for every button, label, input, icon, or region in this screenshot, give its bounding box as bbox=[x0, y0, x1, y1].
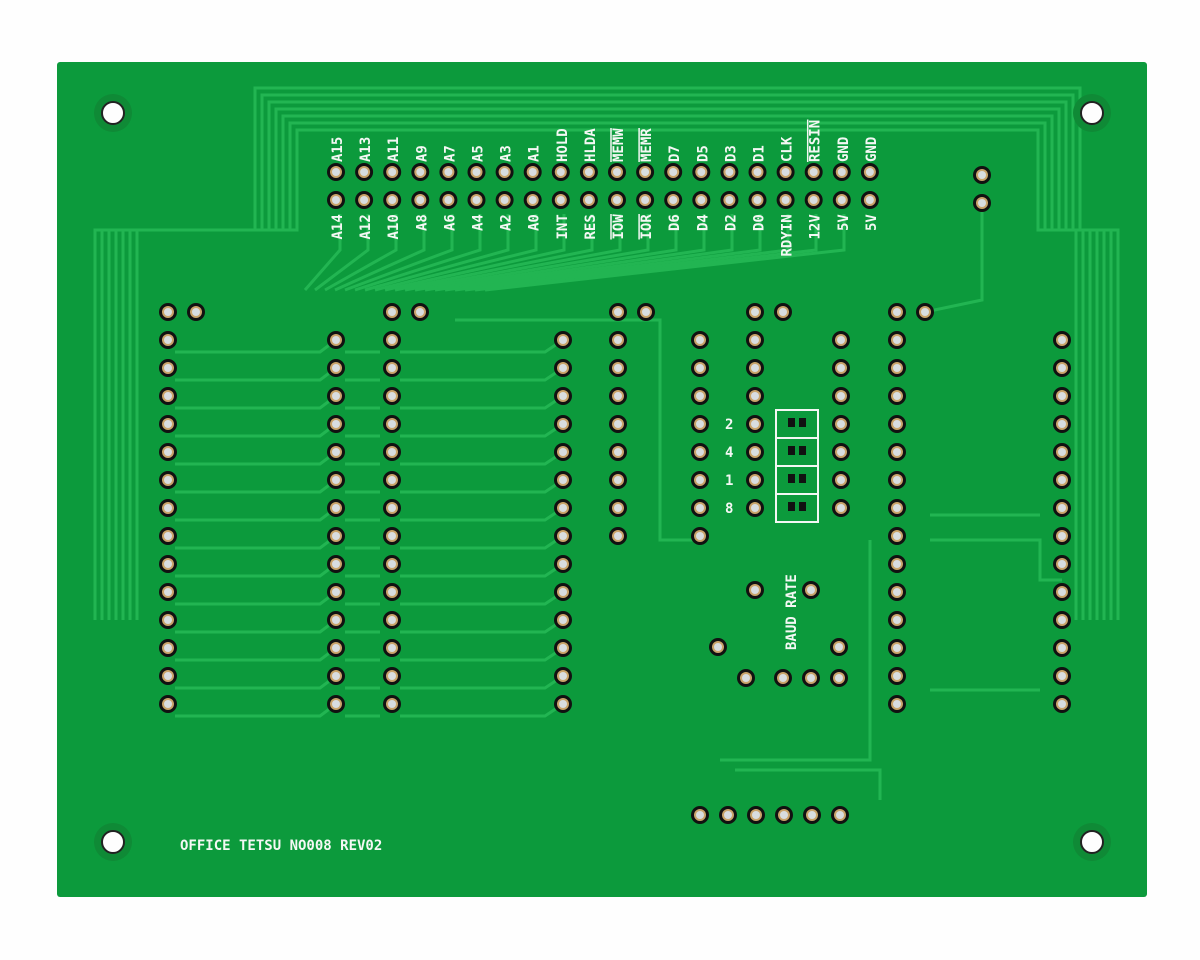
pin-label-top: CLK bbox=[780, 136, 796, 162]
pin-label-top: A5 bbox=[471, 145, 487, 162]
pin-label-top: A3 bbox=[499, 145, 515, 162]
baud-dip-switch bbox=[775, 409, 819, 523]
pin-label-top: A1 bbox=[527, 145, 543, 162]
pin-label-top: RESIN bbox=[808, 120, 824, 162]
pin-label-bottom: A2 bbox=[499, 214, 515, 231]
pin-label-bottom: 12V bbox=[808, 214, 824, 240]
pin-label-bottom: A4 bbox=[471, 214, 487, 231]
pin-label-bottom: A6 bbox=[442, 214, 458, 231]
component-pads bbox=[159, 163, 1071, 824]
pin-label-bottom: INT bbox=[555, 214, 571, 239]
baud-value-label: 4 bbox=[725, 445, 733, 461]
pin-label-top: D3 bbox=[723, 145, 739, 162]
pin-label-bottom: A8 bbox=[414, 214, 430, 231]
pin-label-bottom: IOW bbox=[611, 214, 627, 240]
pin-label-bottom: D4 bbox=[695, 214, 711, 231]
pin-label-top: A13 bbox=[358, 137, 374, 162]
board-substrate bbox=[57, 62, 1147, 897]
pin-label-bottom: RDYIN bbox=[780, 214, 796, 256]
pin-label-bottom: 5V bbox=[864, 214, 880, 231]
pin-label-top: GND bbox=[836, 137, 852, 162]
pin-label-bottom: D2 bbox=[723, 214, 739, 231]
pin-label-top: A7 bbox=[442, 145, 458, 162]
pin-label-top: MEMR bbox=[639, 128, 655, 162]
pin-label-top: HLDA bbox=[583, 128, 599, 162]
pin-label-top: GND bbox=[864, 137, 880, 162]
pin-label-bottom: IOR bbox=[639, 214, 655, 240]
pin-label-bottom: D0 bbox=[752, 214, 768, 231]
pin-label-bottom: A12 bbox=[358, 214, 374, 239]
baud-value-label: 2 bbox=[725, 417, 733, 433]
pin-label-bottom: A0 bbox=[527, 214, 543, 231]
pin-label-top: A11 bbox=[386, 137, 402, 162]
pin-label-top: MEMW bbox=[611, 128, 627, 162]
baud-rate-label: BAUD RATE bbox=[784, 574, 800, 650]
pin-label-bottom: A10 bbox=[386, 214, 402, 239]
pin-label-bottom: A14 bbox=[330, 214, 346, 239]
pin-label-top: A9 bbox=[414, 145, 430, 162]
pin-label-bottom: RES bbox=[583, 214, 599, 239]
pin-label-top: D7 bbox=[667, 145, 683, 162]
baud-value-label: 1 bbox=[725, 473, 733, 489]
pin-label-top: HOLD bbox=[555, 128, 571, 162]
mounting-holes bbox=[94, 94, 1111, 861]
pin-label-top: D5 bbox=[695, 145, 711, 162]
pin-label-bottom: 5V bbox=[836, 214, 852, 231]
baud-value-label: 8 bbox=[725, 501, 733, 517]
pin-label-bottom: D6 bbox=[667, 214, 683, 231]
footer-text: OFFICE TETSU NO008 REV02 bbox=[180, 838, 382, 854]
pin-label-top: D1 bbox=[752, 145, 768, 162]
pin-label-top: A15 bbox=[330, 137, 346, 162]
